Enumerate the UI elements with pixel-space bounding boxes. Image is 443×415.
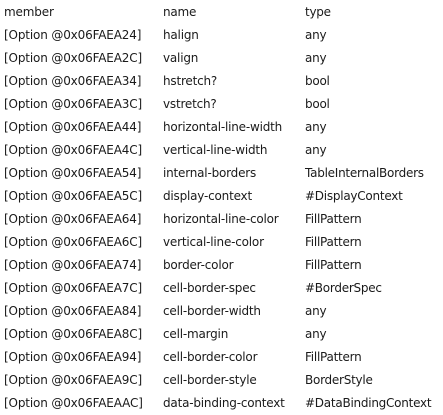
column-header-name: name	[163, 5, 197, 19]
table-row: [Option @0x06FAEA2C] valign any	[0, 47, 443, 70]
type-cell: any	[305, 327, 327, 341]
name-cell: vertical-line-width	[163, 143, 268, 157]
member-cell: [Option @0x06FAEA34]	[4, 74, 142, 88]
table-row: [Option @0x06FAEA84] cell-border-width a…	[0, 300, 443, 323]
table-row: [Option @0x06FAEA94] cell-border-color F…	[0, 346, 443, 369]
member-cell: [Option @0x06FAEA74]	[4, 258, 142, 272]
member-cell: [Option @0x06FAEA64]	[4, 212, 142, 226]
table-row: [Option @0x06FAEA3C] vstretch? bool	[0, 93, 443, 116]
name-cell: valign	[163, 51, 199, 65]
member-cell: [Option @0x06FAEA94]	[4, 350, 142, 364]
name-cell: horizontal-line-width	[163, 120, 283, 134]
name-cell: cell-border-width	[163, 304, 261, 318]
type-cell: any	[305, 51, 327, 65]
table-row: [Option @0x06FAEA5C] display-context #Di…	[0, 185, 443, 208]
table-row: [Option @0x06FAEAAC] data-binding-contex…	[0, 392, 443, 415]
member-cell: [Option @0x06FAEA6C]	[4, 235, 143, 249]
table-row: [Option @0x06FAEA7C] cell-border-spec #B…	[0, 277, 443, 300]
member-cell: [Option @0x06FAEA84]	[4, 304, 142, 318]
table-row: [Option @0x06FAEA24] halign any	[0, 24, 443, 47]
table-header: member name type	[0, 1, 443, 24]
name-cell: vstretch?	[163, 97, 217, 111]
type-cell: any	[305, 120, 327, 134]
type-cell: bool	[305, 97, 330, 111]
table-row: [Option @0x06FAEA64] horizontal-line-col…	[0, 208, 443, 231]
member-cell: [Option @0x06FAEA8C]	[4, 327, 143, 341]
table-row: [Option @0x06FAEA44] horizontal-line-wid…	[0, 116, 443, 139]
type-cell: bool	[305, 74, 330, 88]
type-cell: TableInternalBorders	[305, 166, 424, 180]
member-cell: [Option @0x06FAEA54]	[4, 166, 142, 180]
name-cell: border-color	[163, 258, 234, 272]
table-row: [Option @0x06FAEA34] hstretch? bool	[0, 70, 443, 93]
member-cell: [Option @0x06FAEA2C]	[4, 51, 143, 65]
name-cell: horizontal-line-color	[163, 212, 279, 226]
type-cell: any	[305, 304, 327, 318]
table-row: [Option @0x06FAEA6C] vertical-line-color…	[0, 231, 443, 254]
table-row: [Option @0x06FAEA4C] vertical-line-width…	[0, 139, 443, 162]
member-cell: [Option @0x06FAEA5C]	[4, 189, 143, 203]
type-cell: #DisplayContext	[305, 189, 403, 203]
table-row: [Option @0x06FAEA8C] cell-margin any	[0, 323, 443, 346]
name-cell: data-binding-context	[163, 396, 285, 410]
column-header-member: member	[4, 5, 54, 19]
name-cell: hstretch?	[163, 74, 218, 88]
name-cell: cell-border-color	[163, 350, 258, 364]
name-cell: halign	[163, 28, 199, 42]
type-cell: FillPattern	[305, 235, 362, 249]
type-cell: BorderStyle	[305, 373, 373, 387]
type-cell: #BorderSpec	[305, 281, 382, 295]
name-cell: cell-margin	[163, 327, 229, 341]
type-cell: FillPattern	[305, 258, 362, 272]
name-cell: cell-border-spec	[163, 281, 256, 295]
member-cell: [Option @0x06FAEA4C]	[4, 143, 143, 157]
type-cell: any	[305, 143, 327, 157]
type-cell: FillPattern	[305, 350, 362, 364]
type-cell: #DataBindingContext	[305, 396, 432, 410]
member-cell: [Option @0x06FAEA44]	[4, 120, 142, 134]
member-cell: [Option @0x06FAEA9C]	[4, 373, 143, 387]
name-cell: display-context	[163, 189, 252, 203]
type-cell: any	[305, 28, 327, 42]
name-cell: internal-borders	[163, 166, 257, 180]
table-row: [Option @0x06FAEA54] internal-borders Ta…	[0, 162, 443, 185]
type-cell: FillPattern	[305, 212, 362, 226]
member-cell: [Option @0x06FAEA24]	[4, 28, 142, 42]
name-cell: vertical-line-color	[163, 235, 264, 249]
table-row: [Option @0x06FAEA74] border-color FillPa…	[0, 254, 443, 277]
column-header-type: type	[305, 5, 331, 19]
table-row: [Option @0x06FAEA9C] cell-border-style B…	[0, 369, 443, 392]
member-cell: [Option @0x06FAEA7C]	[4, 281, 143, 295]
member-cell: [Option @0x06FAEA3C]	[4, 97, 143, 111]
member-cell: [Option @0x06FAEAAC]	[4, 396, 143, 410]
name-cell: cell-border-style	[163, 373, 257, 387]
